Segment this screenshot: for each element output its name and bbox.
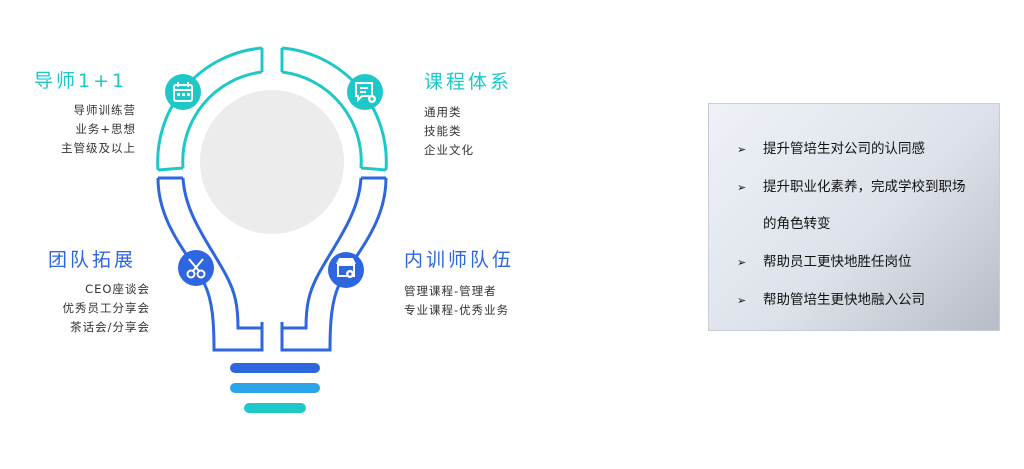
mentor-line-3: 主管级及以上 bbox=[61, 141, 136, 155]
team-line-3: 茶话会/分享会 bbox=[70, 320, 150, 334]
benefit-text-3: 帮助员工更快地胜任岗位 bbox=[763, 254, 912, 270]
benefit-text-1: 提升管培生对公司的认同感 bbox=[763, 141, 925, 157]
section-lines-courses: 通用类 技能类 企业文化 bbox=[424, 103, 474, 160]
bulb-core-circle bbox=[200, 90, 344, 234]
teal-arc-left-inner bbox=[181, 70, 263, 169]
scissors-icon bbox=[178, 250, 214, 286]
chat-settings-icon bbox=[347, 74, 383, 110]
lightbulb-diagram bbox=[156, 46, 388, 413]
trainers-line-1: 管理课程-管理者 bbox=[404, 284, 497, 298]
mentor-line-2: 业务+思想 bbox=[75, 122, 136, 136]
benefit-item-2-continued: 的角色转变 bbox=[763, 212, 831, 232]
benefit-text-4: 帮助管培生更快地融入公司 bbox=[763, 292, 925, 308]
benefits-panel: ➢ 提升管培生对公司的认同感 ➢ 提升职业化素养，完成学校到职场 的角色转变 ➢ 帮助… bbox=[708, 103, 1000, 331]
benefit-item-4: ➢ 帮助管培生更快地融入公司 bbox=[737, 288, 925, 308]
store-settings-icon bbox=[328, 252, 364, 288]
section-lines-mentor: 导师训练营 业务+思想 主管级及以上 bbox=[61, 101, 136, 158]
blue-body-left-inner bbox=[181, 177, 262, 330]
mentor-line-1: 导师训练营 bbox=[73, 103, 136, 117]
team-line-2: 优秀员工分享会 bbox=[62, 301, 150, 315]
benefit-item-2: ➢ 提升职业化素养，完成学校到职场 bbox=[737, 175, 966, 195]
benefit-item-1: ➢ 提升管培生对公司的认同感 bbox=[737, 137, 925, 157]
section-title-mentor: 导师1+1 bbox=[34, 70, 128, 92]
section-title-courses: 课程体系 bbox=[424, 71, 513, 93]
courses-line-3: 企业文化 bbox=[424, 143, 474, 157]
section-lines-trainers: 管理课程-管理者 专业课程-优秀业务 bbox=[404, 282, 509, 320]
bullet-arrow-icon: ➢ bbox=[737, 181, 747, 194]
blue-body-right-inner bbox=[282, 177, 363, 330]
courses-line-1: 通用类 bbox=[424, 105, 462, 119]
bulb-base-bar-3 bbox=[244, 403, 306, 413]
benefit-text-2b: 的角色转变 bbox=[763, 216, 831, 232]
section-title-trainers: 内训师队伍 bbox=[404, 249, 515, 271]
teal-arc-right-inner bbox=[281, 70, 363, 169]
teal-arc-left-cap-bottom bbox=[157, 166, 184, 172]
teal-arc-right-cap-bottom bbox=[360, 166, 387, 172]
bulb-base-bar-2 bbox=[230, 383, 320, 393]
benefit-item-3: ➢ 帮助员工更快地胜任岗位 bbox=[737, 250, 912, 270]
section-title-team: 团队拓展 bbox=[48, 249, 137, 271]
bulb-base-bar-1 bbox=[230, 363, 320, 373]
bullet-arrow-icon: ➢ bbox=[737, 256, 747, 269]
trainers-line-2: 专业课程-优秀业务 bbox=[404, 303, 510, 317]
section-lines-team: CEO座谈会 优秀员工分享会 茶话会/分享会 bbox=[63, 280, 151, 337]
bullet-arrow-icon: ➢ bbox=[737, 143, 747, 156]
calendar-icon bbox=[165, 74, 201, 110]
blue-body-left-outer bbox=[156, 177, 264, 352]
benefit-text-2: 提升职业化素养，完成学校到职场 bbox=[763, 179, 966, 195]
courses-line-2: 技能类 bbox=[424, 124, 462, 138]
team-line-1: CEO座谈会 bbox=[85, 282, 150, 296]
bullet-arrow-icon: ➢ bbox=[737, 294, 747, 307]
